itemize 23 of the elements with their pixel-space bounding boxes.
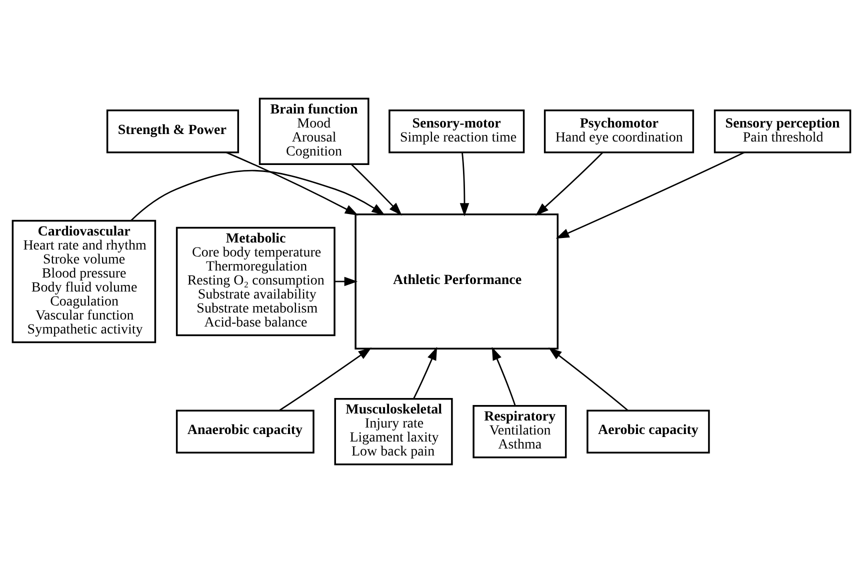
node-box: Brain function Mood Arousal Cognition [258,97,370,164]
arrow [279,347,372,410]
arrow [413,346,438,399]
node-box: Metabolic Core body temperature Thermoregulation Resting O₂ consumption Substrate availability Substrate metabolism Acid-base balance [176,226,336,336]
arrow [556,151,744,238]
arrow [460,152,470,216]
node-box: Cardiovascular Heart rate and rhythm Stroke volume Blood pressure Body fluid volume Coagulation Vascular function Sympathetic activity [12,219,156,343]
arrow [334,276,358,286]
node-box: Sensory perception Pain threshold [714,108,852,153]
node-box: Respiratory Ventilation Asthma [472,404,567,458]
node-box: Sensory-motor Simple reaction time [388,108,525,153]
arrow [350,163,402,216]
arrow [492,346,516,406]
node-box: Aerobic capacity [586,409,710,454]
node-box: Athletic Performance [354,212,559,350]
node-box: Strength & Power [106,108,240,153]
node-box: Musculoskeletal Injury rate Ligament laxity Low back pain [334,398,453,465]
arrow [548,347,628,410]
arrow [130,169,385,220]
node-box: Anaerobic capacity [176,409,314,454]
arrow [535,151,604,216]
node-box: Psychomotor Hand eye coordination [544,108,694,153]
arrow [226,151,358,215]
